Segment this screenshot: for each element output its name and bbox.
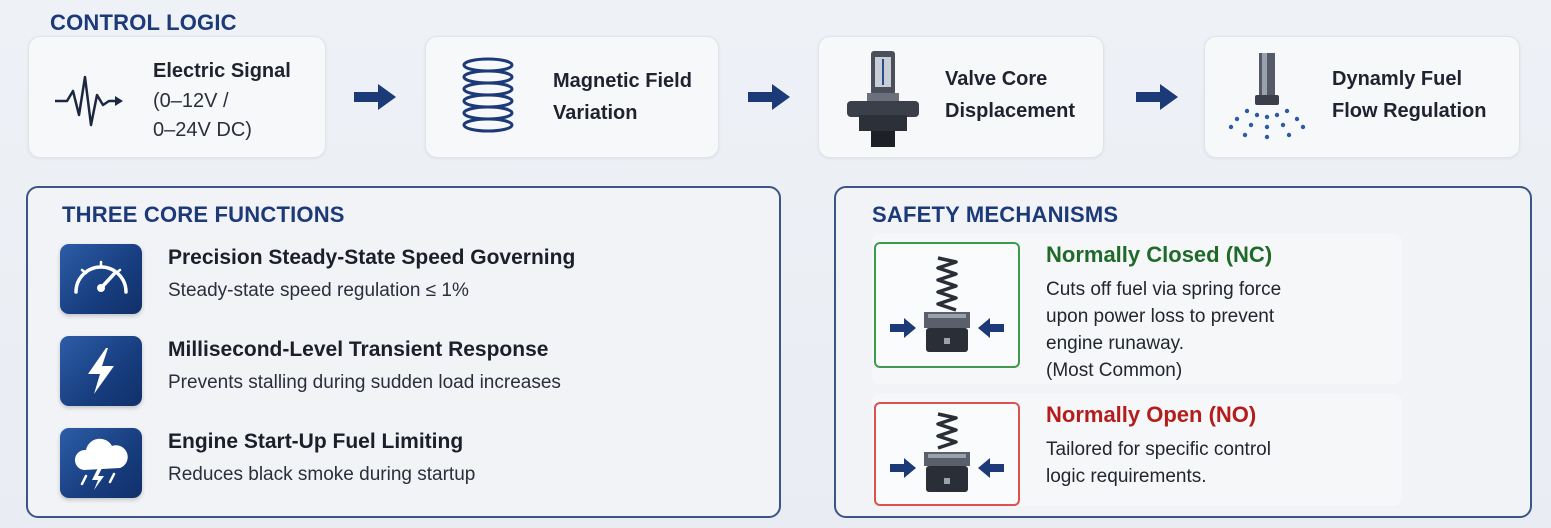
- speedometer-icon: [74, 260, 128, 294]
- step-magnetic-field: Magnetic Field Variation: [425, 36, 719, 158]
- storm-cloud-icon-tile: [60, 428, 142, 498]
- no-valve-box: [874, 402, 1020, 506]
- lightning-icon-tile: [60, 336, 142, 406]
- spring-valve-icon: [890, 412, 1004, 492]
- step-label: Electric Signal (0–12V / 0–24V DC): [153, 60, 291, 141]
- function-desc: Reduces black smoke during startup: [168, 464, 476, 485]
- step-label: Dynamly Fuel Flow Regulation: [1332, 68, 1487, 122]
- no-card: Normally Open (NO) Tailored for specific…: [872, 394, 1402, 506]
- function-title: Engine Start-Up Fuel Limiting: [168, 430, 464, 453]
- safety-title: SAFETY MECHANISMS: [872, 202, 1119, 227]
- no-desc: Tailored for specific control logic requ…: [1046, 439, 1271, 487]
- function-item: Engine Start-Up Fuel Limiting Reduces bl…: [60, 428, 760, 498]
- step-fuel-flow: Dynamly Fuel Flow Regulation: [1204, 36, 1520, 158]
- speedometer-icon-tile: [60, 244, 142, 314]
- control-logic-title: CONTROL LOGIC: [50, 10, 237, 35]
- function-desc: Prevents stalling during sudden load inc…: [168, 372, 561, 393]
- safety-panel: SAFETY MECHANISMS Normally Closed (NC) C…: [834, 186, 1532, 518]
- step-electric-signal: Electric Signal (0–12V / 0–24V DC): [28, 36, 326, 158]
- core-functions-panel: THREE CORE FUNCTIONS Precision Steady-St…: [26, 186, 781, 518]
- nc-desc: Cuts off fuel via spring force upon powe…: [1046, 279, 1282, 381]
- function-title: Precision Steady-State Speed Governing: [168, 246, 576, 269]
- step-valve-core: Valve Core Displacement: [818, 36, 1104, 158]
- storm-cloud-icon: [74, 438, 128, 490]
- coil-icon: [462, 57, 514, 133]
- flow-arrow-icon: [354, 84, 396, 110]
- spring-valve-icon: [890, 256, 1004, 352]
- signal-wave-icon: [55, 75, 123, 127]
- flow-arrow-icon: [1136, 84, 1178, 110]
- function-item: Millisecond-Level Transient Response Pre…: [60, 336, 760, 406]
- function-title: Millisecond-Level Transient Response: [168, 338, 549, 361]
- nc-valve-box: [874, 242, 1020, 368]
- nc-card: Normally Closed (NC) Cuts off fuel via s…: [872, 234, 1402, 384]
- function-desc: Steady-state speed regulation ≤ 1%: [168, 280, 469, 301]
- no-title: Normally Open (NO): [1046, 402, 1257, 427]
- flow-arrow-icon: [748, 84, 790, 110]
- lightning-icon: [88, 348, 114, 394]
- nc-title: Normally Closed (NC): [1046, 242, 1273, 267]
- core-functions-title: THREE CORE FUNCTIONS: [62, 202, 345, 227]
- valve-icon: [847, 51, 919, 147]
- step-label: Magnetic Field Variation: [553, 70, 692, 124]
- fuel-spray-icon: [1228, 53, 1306, 140]
- step-label: Valve Core Displacement: [945, 68, 1076, 122]
- function-item: Precision Steady-State Speed Governing S…: [60, 244, 760, 314]
